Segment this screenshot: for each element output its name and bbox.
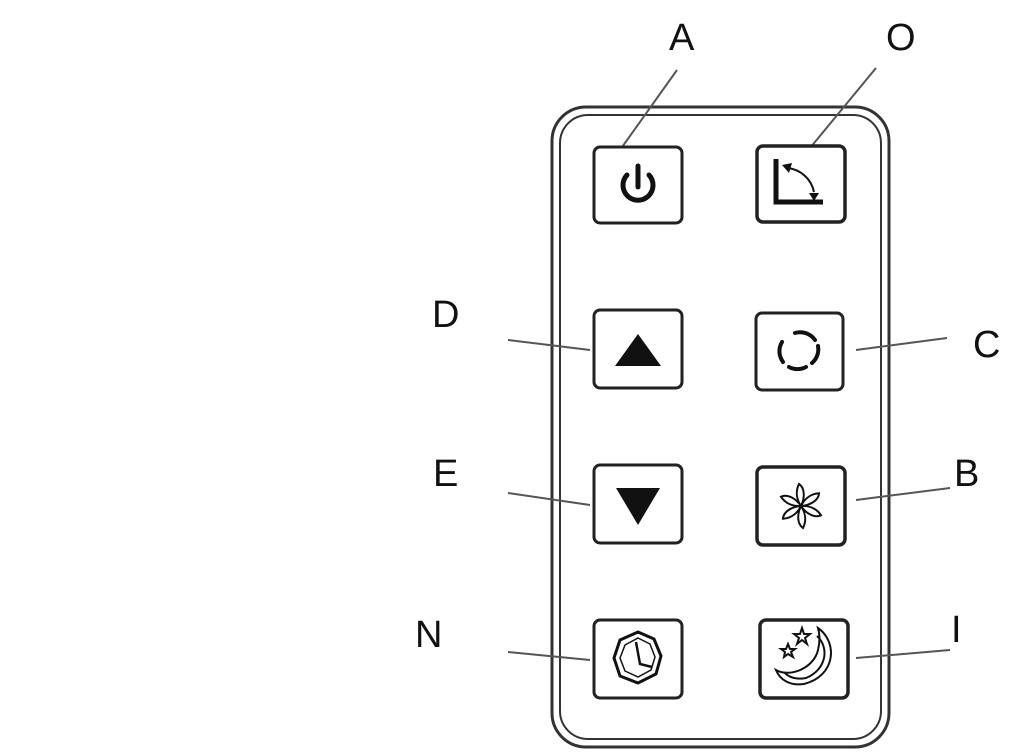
sleep-button[interactable] [758, 618, 850, 700]
leader-line-d [507, 339, 591, 351]
leader-line-i [855, 649, 951, 659]
callout-label-a: A [669, 17, 695, 59]
leader-line-n [507, 651, 591, 661]
swing-angle-icon [773, 159, 823, 205]
leader-line-b [855, 487, 951, 501]
up-button[interactable] [592, 308, 684, 390]
callout-label-n: N [415, 614, 442, 656]
callout-labels: A O D C E B N I [415, 17, 1000, 656]
remote-body [550, 105, 891, 749]
callout-label-e: E [433, 453, 458, 495]
fan-icon [779, 482, 823, 530]
swing-button[interactable] [755, 144, 847, 224]
mode-button[interactable] [754, 311, 845, 392]
moon-stars-icon [774, 624, 832, 686]
clock-icon [612, 630, 663, 685]
leader-line-o [809, 67, 877, 149]
down-button[interactable] [592, 463, 684, 545]
power-icon [620, 163, 656, 203]
timer-button[interactable] [592, 618, 684, 700]
callout-label-c: C [973, 324, 1000, 366]
fan-button[interactable] [755, 465, 847, 547]
triangle-down-icon [616, 488, 660, 525]
leader-line-a [619, 69, 678, 151]
callout-label-d: D [432, 294, 459, 336]
power-button[interactable] [592, 145, 684, 225]
leader-line-c [855, 337, 948, 351]
callout-label-i: I [951, 609, 962, 651]
callout-label-o: O [886, 17, 916, 59]
callout-label-b: B [954, 453, 979, 495]
leader-lines [507, 67, 951, 661]
triangle-up-icon [615, 334, 661, 366]
mode-circle-icon [777, 330, 821, 372]
leader-line-e [507, 492, 591, 506]
